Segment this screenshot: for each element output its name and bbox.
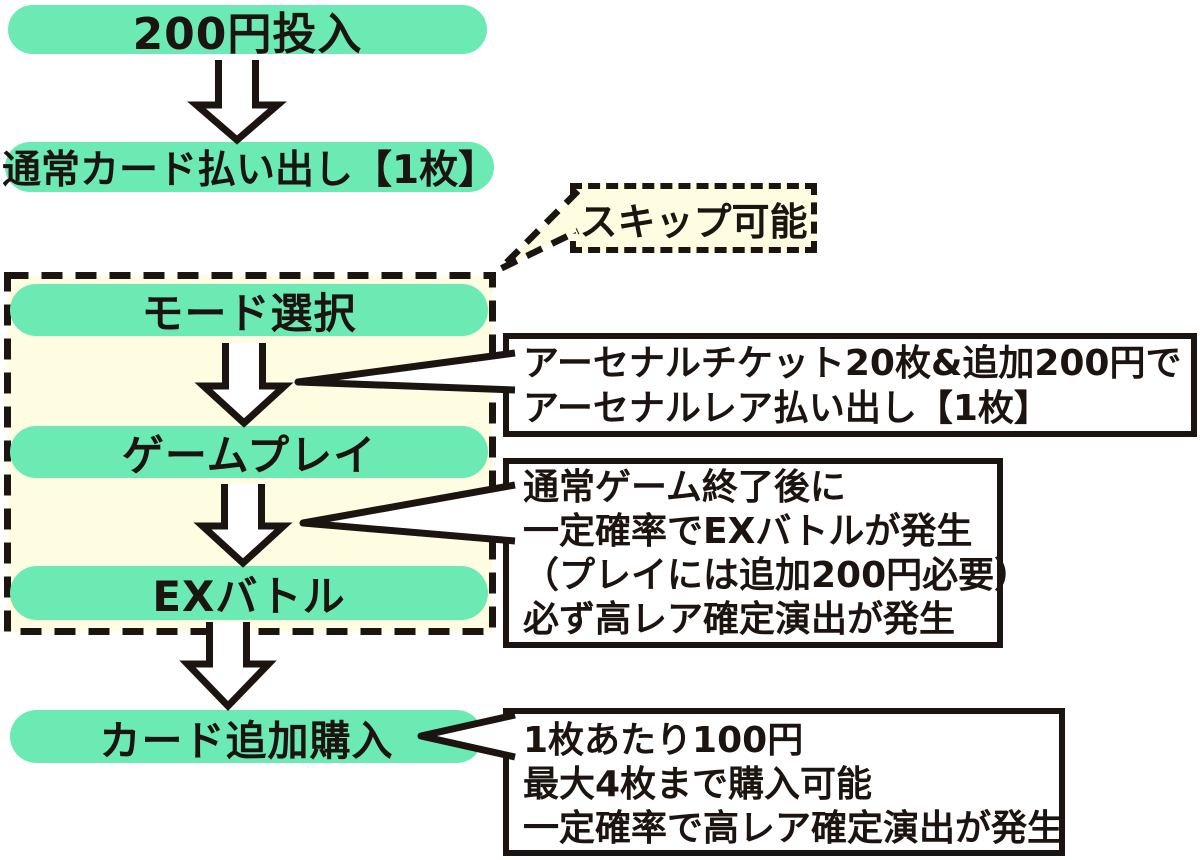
callout-line: アーセナルレア払い出し【1枚】 (523, 388, 1050, 429)
callout-arsenal-ticket: アーセナルチケット20枚&追加200円で アーセナルレア払い出し【1枚】 (503, 333, 1197, 437)
callout-line: アーセナルチケット20枚&追加200円で (523, 343, 1182, 384)
callout-additional-purchase-detail: 1枚あたり100円 最大4枚まで購入可能 一定確率で高レア確定演出が発生 (503, 708, 1065, 856)
down-arrow-2 (194, 343, 294, 428)
callout-ex-battle-detail: 通常ゲーム終了後に 一定確率でEXバトルが発生 （プレイには追加200円必要） … (503, 458, 1031, 648)
callout-line: 一定確率でEXバトルが発生 (523, 511, 973, 552)
callout-tail-1 (294, 349, 516, 394)
flow-step-normal-card-payout: 通常カード払い出し【1枚】 (2, 142, 497, 193)
skip-callout-label: スキップ可能 (579, 199, 808, 244)
callout-line: 一定確率で高レア確定演出が発生 (523, 808, 1064, 849)
flow-step-mode-select: モード選択 (10, 284, 488, 338)
callout-line: 1枚あたり100円 (523, 720, 804, 761)
callout-line: 最大4枚まで購入可能 (523, 764, 873, 805)
callout-line: 通常ゲーム終了後に (523, 467, 846, 508)
callout-line: （プレイには追加200円必要） (523, 555, 1031, 596)
callout-line: 必ず高レア確定演出が発生 (523, 599, 956, 640)
flow-step-insert-coin: 200円投入 (8, 5, 487, 60)
flow-step-additional-card-purchase: カード追加購入 (10, 710, 483, 765)
callout-tail-2 (299, 481, 516, 545)
skip-callout: スキップ可能 (570, 183, 817, 253)
down-arrow-4 (179, 622, 277, 712)
flow-step-game-play: ゲームプレイ (10, 426, 488, 480)
skip-callout-tail (497, 188, 581, 272)
flow-step-ex-battle: EXバトル (10, 566, 488, 621)
down-arrow-3 (193, 484, 293, 568)
down-arrow-1 (187, 60, 287, 145)
